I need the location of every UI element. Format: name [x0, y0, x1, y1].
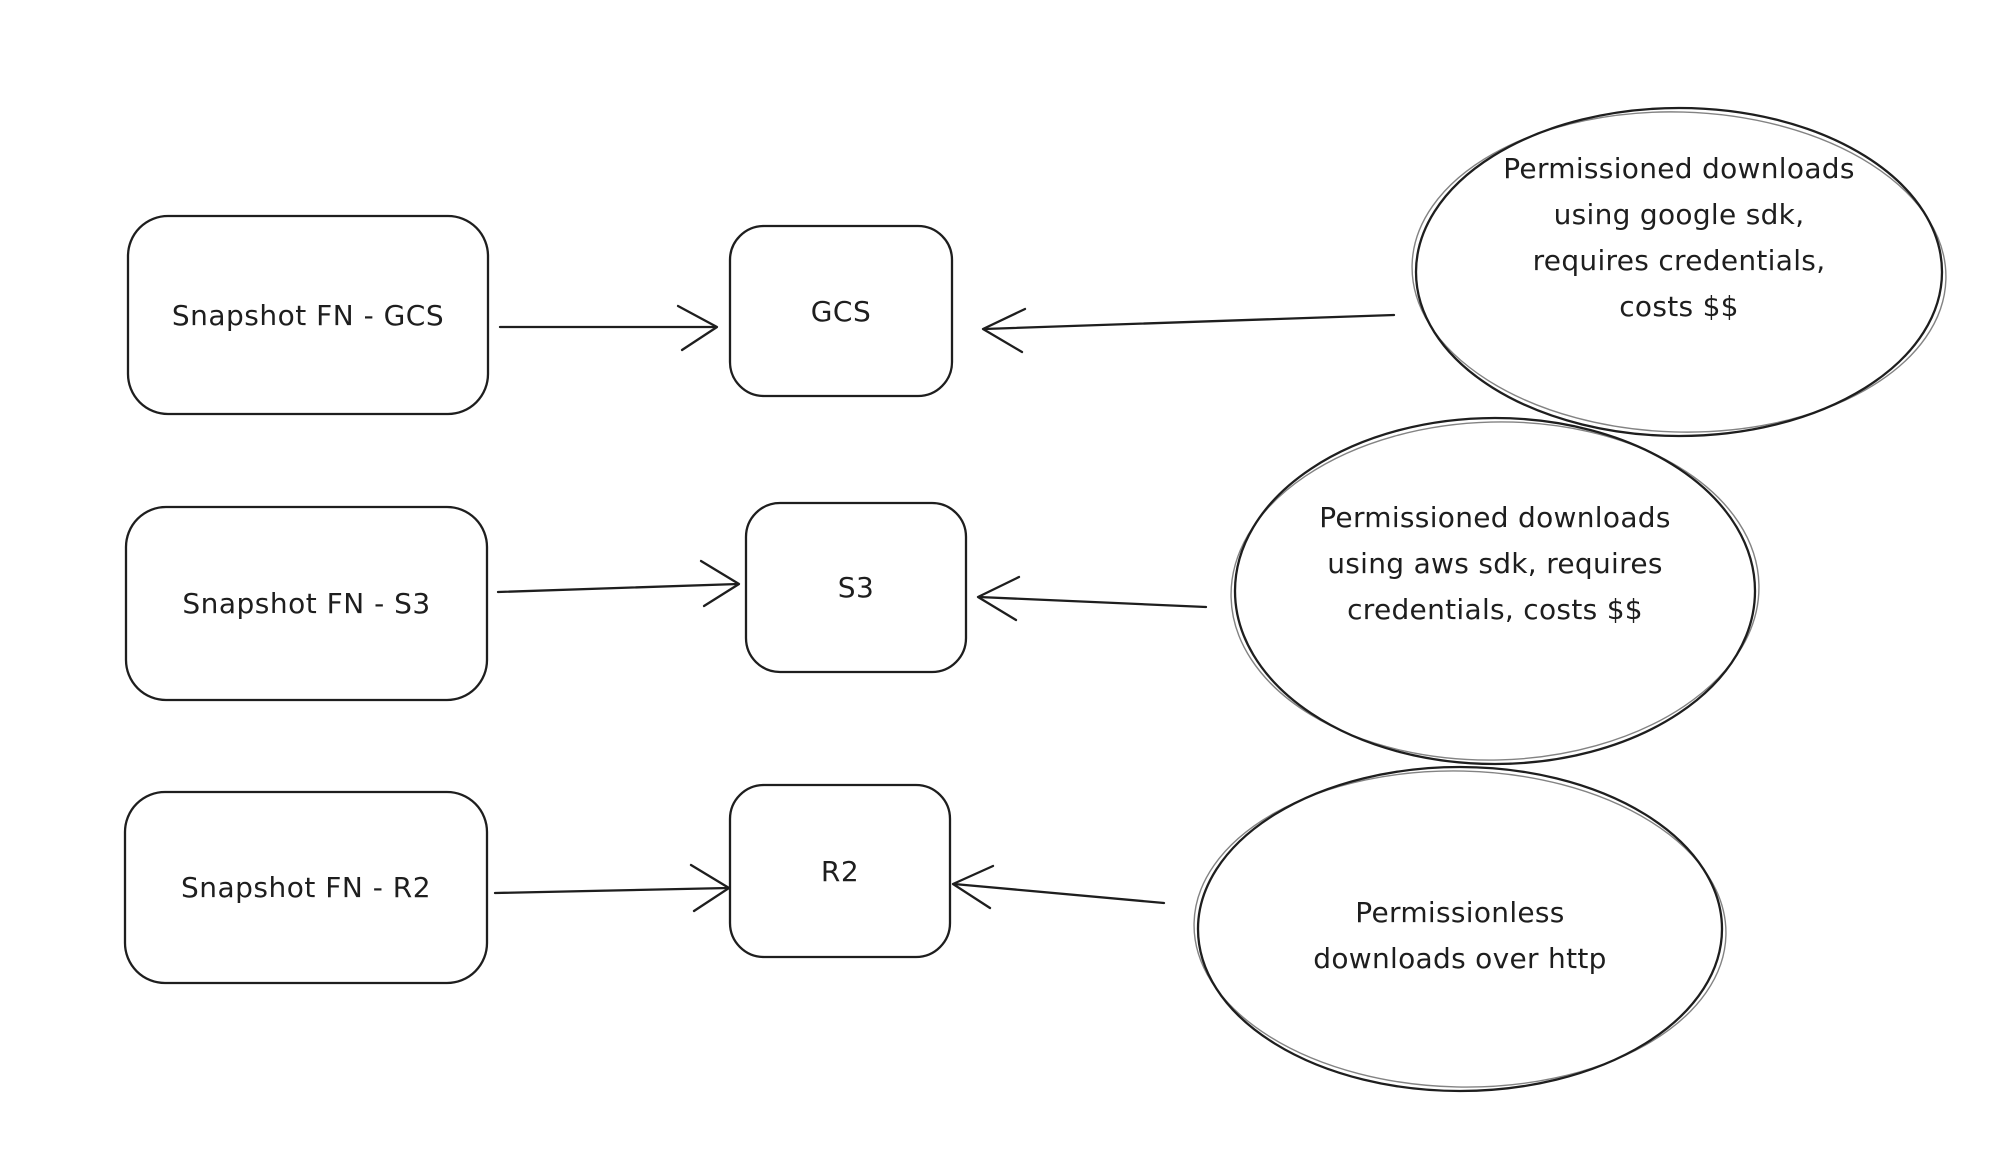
- arrow-source-to-r2-head: [689, 863, 731, 913]
- arrow-note-to-s3-line: [977, 595, 1208, 609]
- arrow-note-to-gcs-head: [981, 307, 1027, 354]
- arrow-note-to-r2-line: [952, 882, 1166, 905]
- note-line: Permissioned downloads: [1503, 152, 1855, 185]
- arrow-source-to-gcs-head: [676, 304, 719, 352]
- arrow-note-to-r2-head: [951, 864, 995, 910]
- note-ellipse-r2: [1196, 765, 1724, 1093]
- source-node-r2-label: Snapshot FN - R2: [180, 871, 432, 904]
- source-node-s3-box: [124, 505, 489, 702]
- target-node-r2-label: R2: [820, 854, 860, 888]
- arrow-source-to-s3-head: [699, 559, 741, 608]
- arrow-note-to-s3-head: [976, 575, 1021, 622]
- note-ellipse-s3-sketch: [1230, 421, 1760, 761]
- note-line: using google sdk,: [1553, 198, 1805, 231]
- source-node-gcs-box: [126, 214, 490, 416]
- arrow-source-to-s3-line: [496, 582, 740, 594]
- note-text-s3: Permissioned downloads using aws sdk, re…: [1235, 495, 1755, 633]
- arrow-note-to-gcs-line: [982, 313, 1396, 331]
- row-gcs-shapes: [126, 106, 1947, 438]
- note-ellipse-gcs-sketch: [1411, 111, 1947, 433]
- note-ellipse-r2-sketch: [1193, 770, 1727, 1088]
- target-node-gcs-label: GCS: [810, 294, 872, 328]
- note-ellipse-gcs: [1414, 106, 1944, 438]
- note-line: Permissioned downloads: [1319, 501, 1671, 534]
- note-line: Permissionless: [1355, 896, 1565, 929]
- note-text-r2: Permissionless downloads over http: [1198, 890, 1722, 982]
- row-s3-shapes: [124, 416, 1760, 766]
- source-node-r2-box: [123, 790, 489, 985]
- note-line: costs $$: [1619, 290, 1739, 323]
- note-line: requires credentials,: [1532, 244, 1826, 277]
- source-node-gcs-label: Snapshot FN - GCS: [171, 298, 445, 332]
- row-r2-shapes: [123, 765, 1727, 1093]
- target-node-r2-box: [728, 783, 952, 959]
- note-line: using aws sdk, requires: [1327, 547, 1663, 580]
- note-text-gcs: Permissioned downloads using google sdk,…: [1416, 146, 1942, 330]
- note-line: downloads over http: [1313, 942, 1607, 975]
- note-line: credentials, costs $$: [1347, 593, 1643, 626]
- target-node-gcs-box: [728, 224, 954, 398]
- source-node-s3-label: Snapshot FN - S3: [182, 587, 431, 620]
- target-node-s3-label: S3: [837, 571, 875, 604]
- note-ellipse-s3: [1233, 416, 1757, 766]
- arrow-source-to-r2-line: [493, 886, 730, 895]
- target-node-s3-box: [744, 501, 968, 674]
